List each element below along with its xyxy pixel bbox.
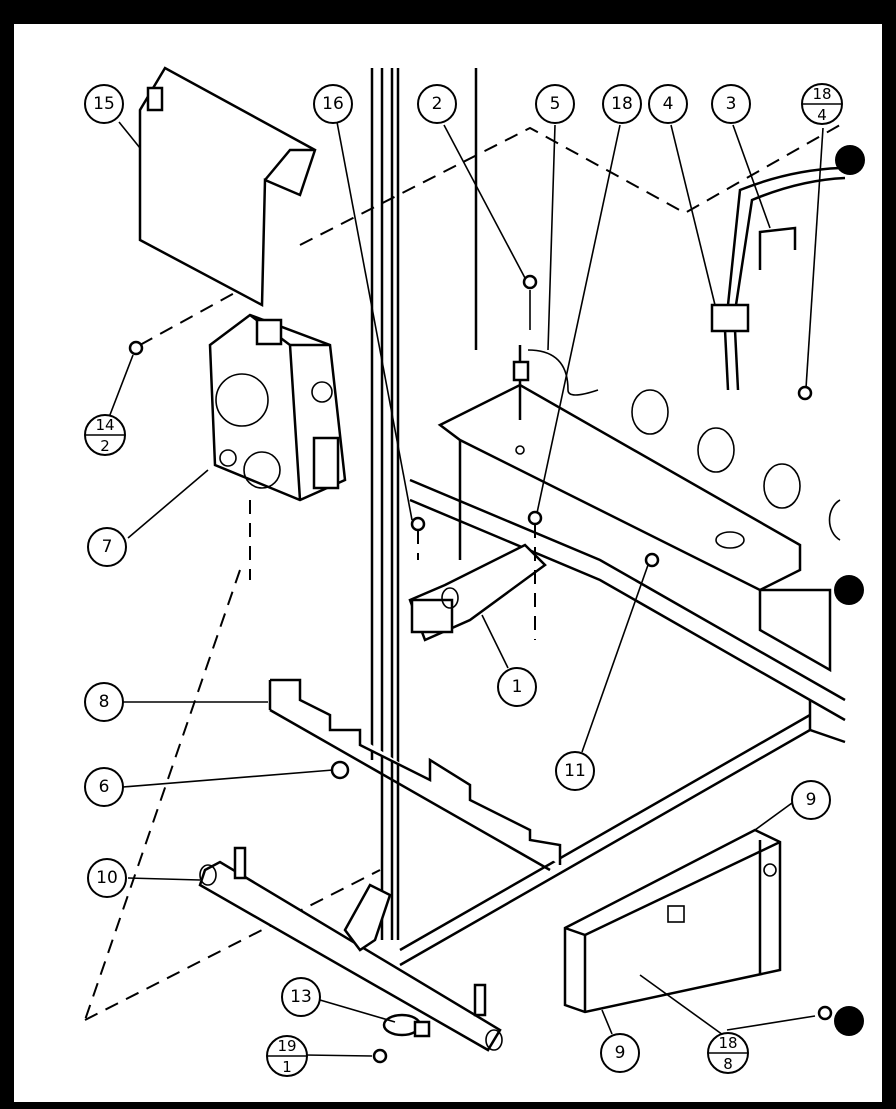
registration-dot-top xyxy=(835,145,865,175)
callout-label: 8 xyxy=(99,692,110,712)
callout-9-bottom: 9 xyxy=(600,1033,640,1073)
callout-label: 18 xyxy=(611,94,633,114)
callout-9-top: 9 xyxy=(791,780,831,820)
callout-11: 11 xyxy=(555,751,595,791)
callout-5: 5 xyxy=(535,84,575,124)
callout-label: 2 xyxy=(432,94,443,114)
fasteners xyxy=(128,274,833,1064)
fraction-callout-18-8: 18 8 xyxy=(707,1032,749,1074)
callout-label: 10 xyxy=(96,868,118,888)
fraction-top: 14 xyxy=(95,416,114,434)
cabinet-outline xyxy=(84,124,841,1021)
callout-label: 3 xyxy=(726,94,737,114)
burner-shelf xyxy=(437,383,841,673)
callout-8: 8 xyxy=(84,682,124,722)
fraction-bottom: 1 xyxy=(282,1058,292,1076)
fraction-callout-14-2: 14 2 xyxy=(84,414,126,456)
callout-15: 15 xyxy=(84,84,124,124)
callout-label: 5 xyxy=(550,94,561,114)
clip-part-13 xyxy=(382,1013,431,1038)
vertical-rails xyxy=(370,68,478,940)
manifold-pipe-part-10 xyxy=(198,846,503,1052)
callout-6: 6 xyxy=(84,767,124,807)
callout-7: 7 xyxy=(87,527,127,567)
fraction-bottom: 8 xyxy=(723,1055,733,1073)
fraction-top: 19 xyxy=(277,1037,296,1055)
callout-label: 15 xyxy=(93,94,115,114)
callout-label: 13 xyxy=(290,987,312,1007)
callout-10: 10 xyxy=(87,858,127,898)
callout-4: 4 xyxy=(648,84,688,124)
leader-lines xyxy=(107,121,824,1057)
callout-2: 2 xyxy=(417,84,457,124)
callout-label: 9 xyxy=(615,1043,626,1063)
callout-3: 3 xyxy=(711,84,751,124)
fraction-callout-18-4: 18 4 xyxy=(801,83,843,125)
callout-18: 18 xyxy=(602,84,642,124)
registration-dot-bottom xyxy=(834,1006,864,1036)
registration-dot-middle xyxy=(834,575,864,605)
fraction-bottom: 4 xyxy=(817,106,827,124)
fraction-callout-19-1: 19 1 xyxy=(266,1035,308,1077)
burner-orifice-part-1 xyxy=(408,543,547,642)
callout-1: 1 xyxy=(497,667,537,707)
callout-13: 13 xyxy=(281,977,321,1017)
bracket-channel-part-8 xyxy=(268,678,562,872)
base-frame xyxy=(399,478,846,967)
callout-label: 7 xyxy=(102,537,113,557)
access-panel-part-9 xyxy=(563,828,782,1014)
callout-16: 16 xyxy=(313,84,353,124)
callout-label: 16 xyxy=(322,94,344,114)
sensor-parts xyxy=(512,166,846,420)
callout-label: 11 xyxy=(564,761,586,781)
fraction-bottom: 2 xyxy=(100,437,110,455)
callout-label: 9 xyxy=(806,790,817,810)
gas-valve-part-7 xyxy=(208,313,347,502)
callout-label: 1 xyxy=(512,677,523,697)
fraction-top: 18 xyxy=(718,1034,737,1052)
callout-label: 4 xyxy=(663,94,674,114)
fraction-top: 18 xyxy=(812,85,831,103)
callout-label: 6 xyxy=(99,777,110,797)
cover-box-part-15 xyxy=(138,66,317,308)
